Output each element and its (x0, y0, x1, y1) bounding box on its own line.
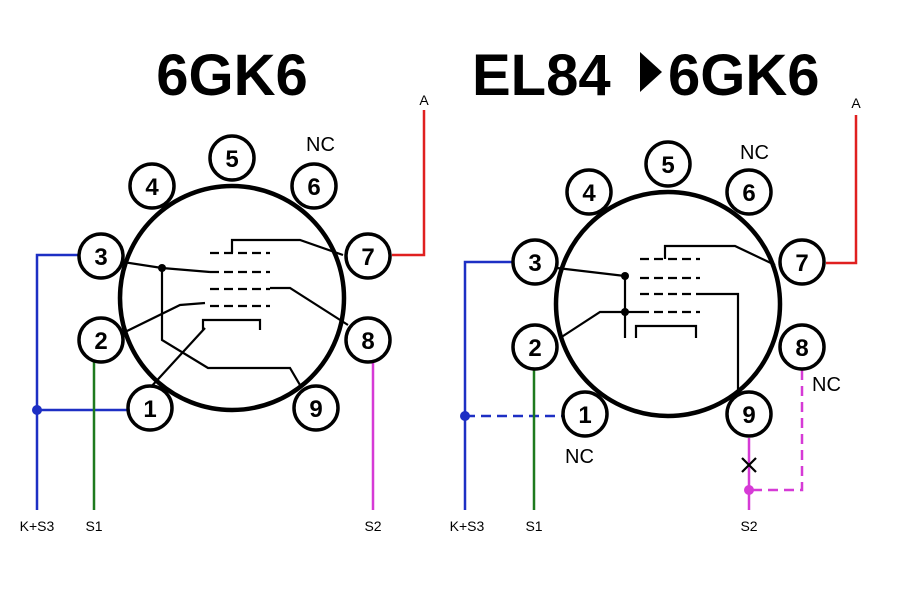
pin-5: 5 (644, 140, 692, 188)
g2-junction-dot (744, 485, 754, 495)
svg-text:8: 8 (361, 328, 374, 355)
cathode-junction-dot (460, 411, 470, 421)
wire-g2-jumper-pin8 (749, 370, 804, 492)
svg-text:9: 9 (309, 396, 322, 423)
pin-4: 4 (128, 162, 176, 210)
cut-x-icon (741, 457, 757, 473)
svg-text:2: 2 (94, 328, 107, 355)
svg-text:7: 7 (795, 250, 808, 277)
nc-label-pin6: NC (306, 134, 335, 156)
pin-4: 4 (565, 168, 613, 216)
pin-9: 9 (292, 384, 340, 432)
svg-text:7: 7 (361, 244, 374, 271)
svg-text:5: 5 (225, 146, 238, 173)
nc-label-pin1: NC (565, 446, 594, 468)
nc-label-pin8: NC (812, 374, 841, 396)
electrode-structure (556, 244, 776, 396)
pin-2: 2 (77, 316, 125, 364)
title-6gk6: 6GK6 (156, 43, 308, 108)
svg-text:1: 1 (578, 402, 591, 429)
pin-7: 7 (778, 238, 826, 286)
pin-9: 9 (725, 390, 773, 438)
lead-label-s2: S2 (740, 518, 757, 534)
nc-label-pin6: NC (740, 142, 769, 164)
pin-1: 1 (561, 390, 609, 438)
pin-3: 3 (511, 238, 559, 286)
pin-8: 8 (344, 316, 392, 364)
pin-2: 2 (511, 323, 559, 371)
anode-label: A (851, 95, 861, 111)
anode-label: A (419, 92, 429, 108)
wire-cathode-pin3 (463, 260, 512, 510)
svg-text:6: 6 (307, 174, 320, 201)
wire-anode (826, 115, 858, 265)
lead-label-s1: S1 (525, 518, 542, 534)
wire-anode (392, 110, 426, 257)
svg-text:3: 3 (528, 250, 541, 277)
svg-text:6: 6 (742, 180, 755, 207)
pin-1: 1 (126, 384, 174, 432)
svg-text:5: 5 (661, 152, 674, 179)
wire-cathode-pin3 (35, 253, 78, 510)
tube-envelope (117, 183, 347, 413)
pin-8: 8 (778, 323, 826, 371)
svg-text:8: 8 (795, 335, 808, 362)
electrode-structure (122, 204, 349, 389)
pin-5: 5 (208, 134, 256, 182)
title-el84: EL84 (472, 43, 611, 108)
svg-text:9: 9 (742, 402, 755, 429)
svg-text:1: 1 (143, 396, 156, 423)
svg-text:2: 2 (528, 335, 541, 362)
svg-text:3: 3 (94, 244, 107, 271)
diagram-6gk6: 6GK6 1 2 3 4 (20, 43, 430, 534)
pin-7: 7 (344, 232, 392, 280)
diagram-el84-to-6gk6: EL84 6GK6 (450, 43, 862, 534)
cathode-junction-dot (32, 405, 42, 415)
pin-6: 6 (290, 162, 338, 210)
svg-text:4: 4 (582, 180, 596, 207)
right-triangle-arrow-icon (640, 52, 662, 92)
lead-label-k-s3: K+S3 (450, 518, 485, 534)
lead-label-s1: S1 (85, 518, 102, 534)
svg-text:4: 4 (145, 174, 159, 201)
lead-label-k-s3: K+S3 (20, 518, 55, 534)
lead-label-s2: S2 (364, 518, 381, 534)
tube-envelope (553, 189, 783, 419)
pin-6: 6 (725, 168, 773, 216)
title-6gk6-target: 6GK6 (668, 43, 820, 108)
pin-3: 3 (77, 232, 125, 280)
